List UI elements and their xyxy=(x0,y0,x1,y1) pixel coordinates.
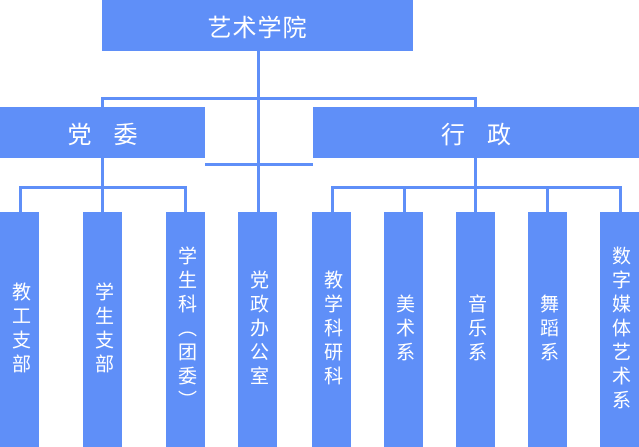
leaf-label: 舞蹈系 xyxy=(537,293,559,366)
root-node: 艺术学院 xyxy=(102,0,413,51)
leaf-label: 数字媒体艺术系 xyxy=(609,245,631,414)
leaf-node: 学生科（团委） xyxy=(166,212,205,447)
connector-leaf-9 xyxy=(619,186,622,212)
connector-party-trunk xyxy=(101,158,104,188)
branch-node-party: 党委 xyxy=(0,107,205,158)
leaf-label: 党政办公室 xyxy=(247,269,269,390)
connector-leaf-2 xyxy=(101,186,104,212)
connector-leaf-7 xyxy=(474,186,477,212)
connector-leaf-1 xyxy=(19,186,22,212)
connector-leaf-8 xyxy=(546,186,549,212)
connector-root-bracket xyxy=(101,97,477,100)
connector-leaf-3 xyxy=(184,186,187,212)
root-label: 艺术学院 xyxy=(207,14,308,42)
leaf-node: 数字媒体艺术系 xyxy=(600,212,639,447)
connector-admin-trunk xyxy=(474,158,477,188)
leaf-label: 学生支部 xyxy=(92,281,114,378)
connector-to-admin xyxy=(474,97,477,107)
connector-to-party xyxy=(101,97,104,107)
connector-branch-link xyxy=(205,163,313,166)
leaf-node: 学生支部 xyxy=(83,212,122,447)
leaf-label: 音乐系 xyxy=(465,293,487,366)
branch-label: 行政 xyxy=(441,121,533,149)
leaf-node: 教工支部 xyxy=(0,212,39,447)
branch-label: 党委 xyxy=(67,121,160,149)
connector-root-trunk xyxy=(257,51,260,212)
leaf-label: 教学科研科 xyxy=(321,269,343,390)
leaf-node: 教学科研科 xyxy=(312,212,351,447)
leaf-node: 音乐系 xyxy=(456,212,495,447)
leaf-label: 教工支部 xyxy=(9,281,31,378)
leaf-label: 学生科（团委） xyxy=(175,245,197,414)
leaf-label: 美术系 xyxy=(393,293,415,366)
leaf-node: 美术系 xyxy=(384,212,423,447)
connector-leaf-6 xyxy=(403,186,406,212)
leaf-node: 舞蹈系 xyxy=(528,212,567,447)
branch-node-admin: 行政 xyxy=(313,107,639,158)
leaf-node: 党政办公室 xyxy=(238,212,277,447)
connector-leaf-5 xyxy=(331,186,334,212)
